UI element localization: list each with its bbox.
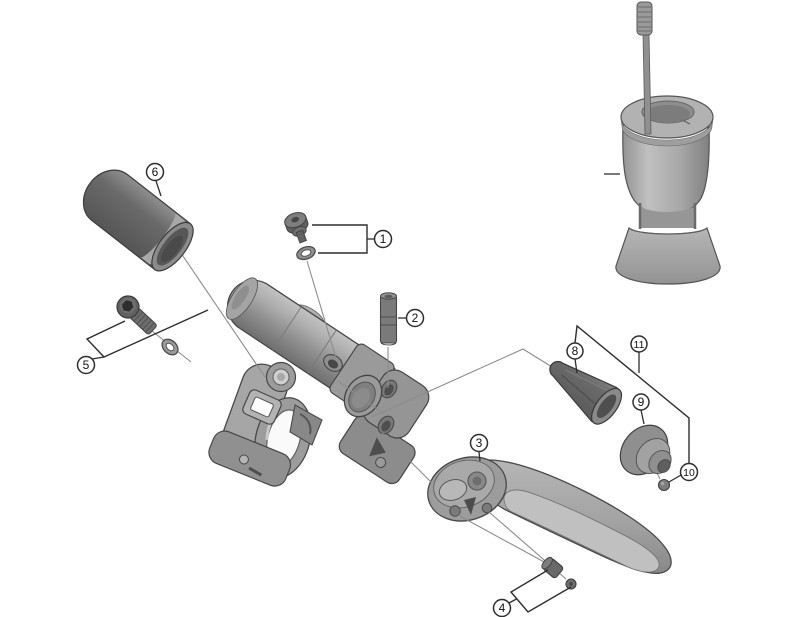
lever-head xyxy=(427,456,507,522)
knuckle-notch xyxy=(369,437,386,457)
clamp-bolt-group xyxy=(116,295,179,356)
funnel-spout-notch xyxy=(683,120,691,125)
barrel-nut xyxy=(541,556,564,579)
hex-socket xyxy=(121,300,134,312)
bracket-1 xyxy=(312,224,368,254)
bleed-screw-group xyxy=(284,211,316,261)
flange-hole-upper-inner xyxy=(384,384,394,396)
callout-6-circle xyxy=(145,162,165,182)
callout-11-label: 11 xyxy=(634,339,645,351)
callout-1-label: 1 xyxy=(380,232,387,246)
callout-9-circle xyxy=(632,393,650,411)
leader-1 xyxy=(306,260,337,359)
funnel-cone-rim xyxy=(628,227,708,235)
callout-2-circle xyxy=(405,308,425,328)
strap-window xyxy=(242,389,282,425)
set-screw xyxy=(565,578,577,590)
head-oval-recess xyxy=(438,479,468,501)
callout-brackets xyxy=(85,180,690,613)
callout-10-circle xyxy=(679,462,699,482)
callout-4: 4 xyxy=(492,598,512,617)
leader-bore-cross xyxy=(337,380,385,415)
flange-hole-lower-inner xyxy=(381,420,391,432)
lever-axle-pin xyxy=(379,292,398,346)
callout-11-circle xyxy=(630,335,648,353)
bracket-5 xyxy=(85,309,209,358)
grip-cover-boot xyxy=(82,169,194,272)
clamp-bolt-hole-inner xyxy=(277,373,285,381)
callout-11: 11 xyxy=(630,335,648,353)
callout-2-label: 2 xyxy=(412,311,419,325)
pivot-hardware-group xyxy=(541,556,577,590)
callout-9-label: 9 xyxy=(638,395,645,409)
funnel-rim-edge xyxy=(620,118,714,147)
bracket-11 xyxy=(574,324,690,463)
leader-4a xyxy=(457,514,547,564)
bleed-screw-oring xyxy=(296,245,316,261)
callout-8-label: 8 xyxy=(572,344,579,358)
stub-10 xyxy=(668,474,682,483)
head-hole-left xyxy=(449,505,461,517)
leader-3 xyxy=(381,432,432,483)
cylinder-end-inner xyxy=(231,285,250,310)
bleed-funnel xyxy=(604,1,721,285)
piston-boot xyxy=(549,360,623,425)
bleed-port-hole xyxy=(327,359,339,369)
clamp-bolt xyxy=(116,295,157,335)
bleed-screw xyxy=(284,211,309,244)
stub-9 xyxy=(640,409,645,425)
funnel-plug-rod xyxy=(636,1,653,135)
foot-slot xyxy=(248,466,263,477)
funnel-base-cone xyxy=(615,226,721,285)
funnel-neck-recess xyxy=(640,206,695,228)
callout-3-label: 3 xyxy=(476,436,483,450)
callout-1: 1 xyxy=(373,229,393,249)
knuckle-hole xyxy=(375,456,387,468)
callout-5-label: 5 xyxy=(83,358,90,372)
stub-3 xyxy=(478,451,481,462)
stub-4 xyxy=(508,598,517,604)
callout-8: 8 xyxy=(566,342,584,360)
clamp-bolt-washer xyxy=(161,338,179,356)
callout-3-circle xyxy=(469,433,489,453)
piston-assembly xyxy=(619,424,672,476)
boot-opening-shadow xyxy=(161,235,184,262)
master-cylinder-body xyxy=(208,277,430,487)
callout-1-circle xyxy=(373,229,393,249)
callout-4-label: 4 xyxy=(499,601,506,615)
callout-6-label: 6 xyxy=(152,165,159,179)
piston-boot-opening-inner xyxy=(596,394,617,418)
bracket-4 xyxy=(509,569,572,613)
head-notch xyxy=(464,497,476,515)
hinge-arm xyxy=(289,404,323,446)
callout-5-circle xyxy=(76,355,96,375)
callout-3: 3 xyxy=(469,433,489,453)
callout-6: 6 xyxy=(145,162,165,182)
foot-hole xyxy=(238,454,249,465)
callout-10: 10 xyxy=(679,462,699,482)
clamp-foot xyxy=(208,430,292,487)
funnel-opening-shadow xyxy=(646,105,690,123)
callout-10-label: 10 xyxy=(683,467,695,479)
stub-6 xyxy=(155,180,162,197)
callout-5: 5 xyxy=(76,355,96,375)
callout-2: 2 xyxy=(405,308,425,328)
callout-9: 9 xyxy=(632,393,650,411)
hinge-slot xyxy=(299,413,312,435)
blade-scoop xyxy=(503,489,660,573)
push-rod-ball xyxy=(657,478,671,492)
stub-5 xyxy=(91,356,105,360)
leader-piston-group xyxy=(371,348,558,418)
lever-blade xyxy=(427,456,672,574)
stub-8 xyxy=(574,358,578,374)
callout-8-circle xyxy=(566,342,584,360)
head-round-boss-inner xyxy=(472,476,482,486)
head-hole-right xyxy=(481,502,493,514)
